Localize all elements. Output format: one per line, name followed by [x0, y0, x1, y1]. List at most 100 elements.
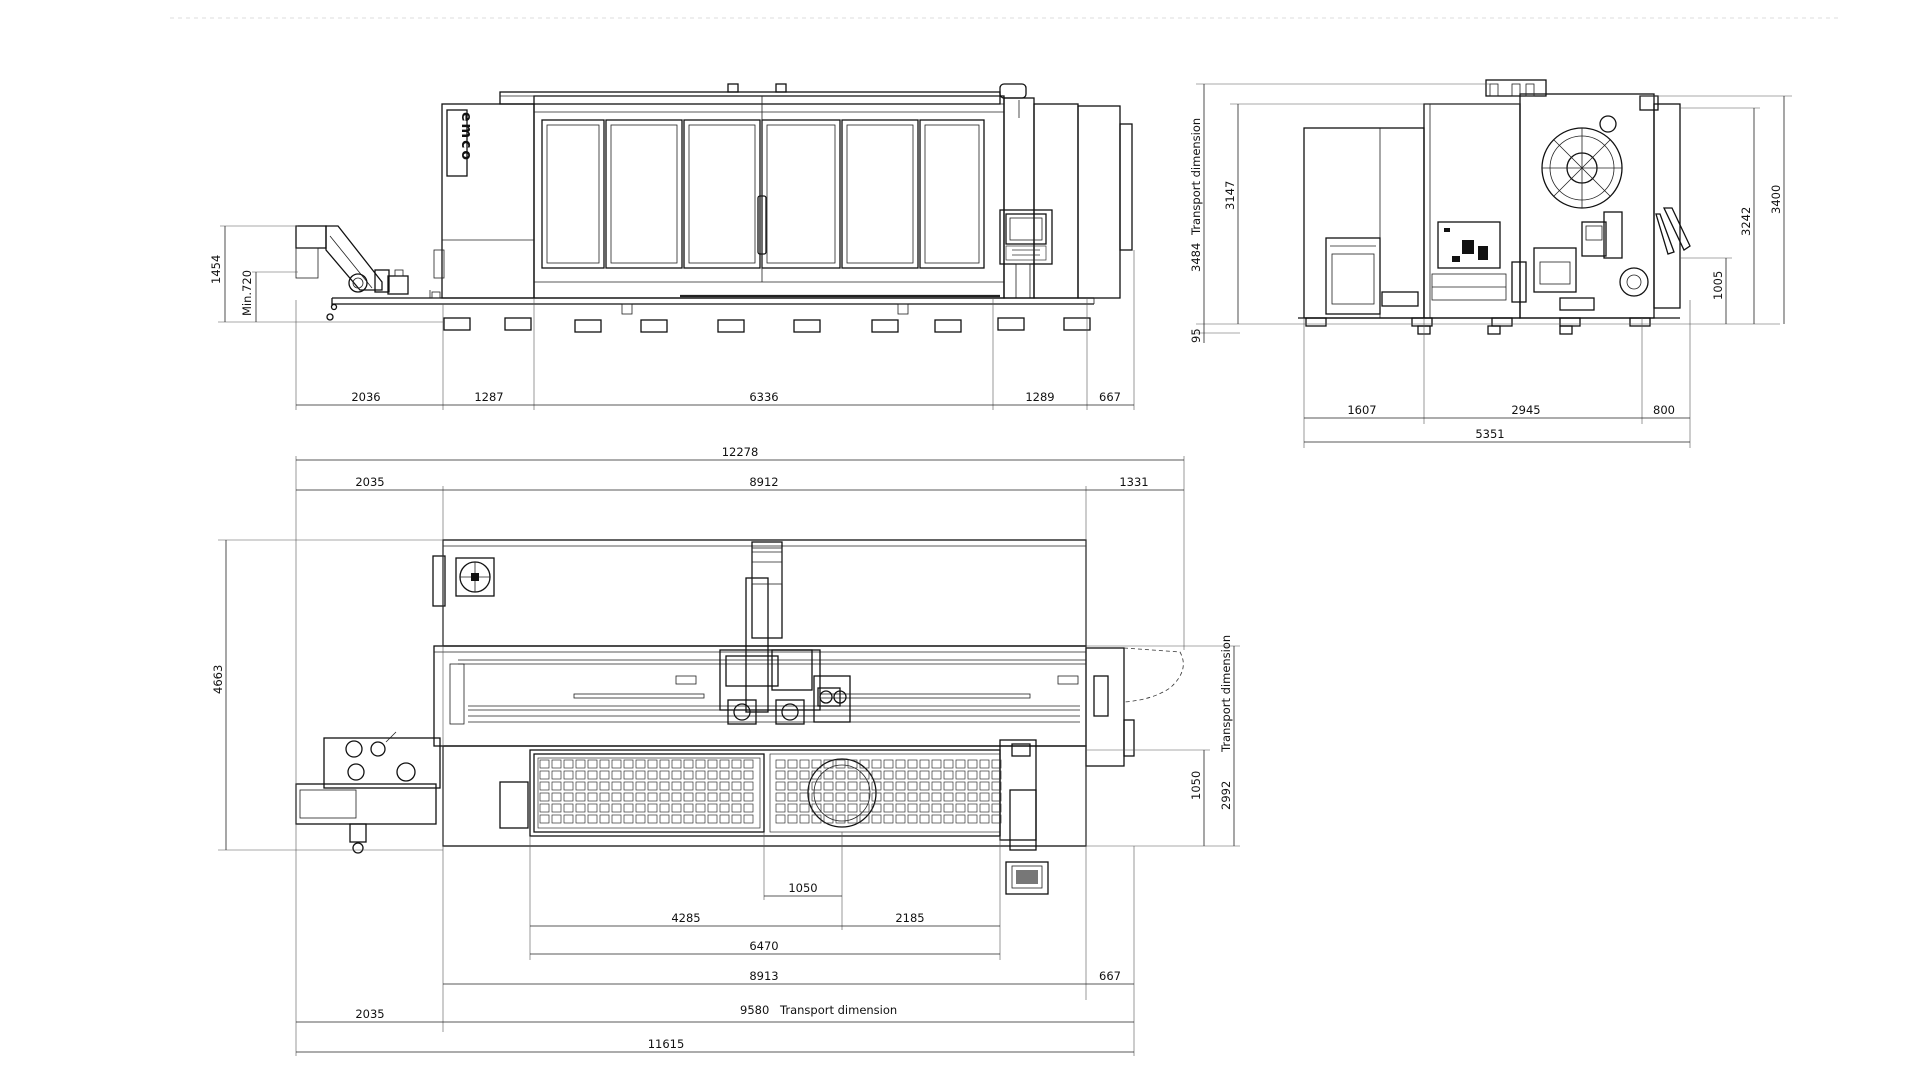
brand-logo: emco — [458, 112, 474, 162]
pallet-cell — [611, 803, 622, 813]
pallet-cell — [859, 770, 870, 780]
dim-4663: 4663 — [211, 665, 225, 694]
pallet-cell — [967, 759, 978, 769]
pallet-cell — [943, 803, 954, 813]
pallet-cell — [787, 792, 798, 802]
pallet-cell — [955, 803, 966, 813]
dim-2035-bottom: 2035 — [355, 1007, 384, 1021]
pallet-cell — [635, 770, 646, 780]
pallet-cell — [955, 759, 966, 769]
pallet-cell — [635, 792, 646, 802]
pallet-cell — [707, 803, 718, 813]
pallet-cell — [611, 792, 622, 802]
pallet-cell — [823, 759, 834, 769]
top-view-dimensions: 12278 2035 8912 1331 4663 1050 2992 Tran… — [211, 445, 1240, 1056]
pallet-cell — [787, 814, 798, 824]
side-view: 3484 3147 Transport dimension 95 3400 32… — [1189, 79, 1792, 448]
pallet-cell — [611, 814, 622, 824]
dim-6470: 6470 — [749, 939, 778, 953]
pallet-cell — [707, 759, 718, 769]
pallet-cell — [683, 781, 694, 791]
pallet-cell — [991, 814, 1002, 824]
pallet-cell — [895, 759, 906, 769]
top-machine — [295, 539, 1184, 895]
pallet-cell — [823, 770, 834, 780]
pallet-cell — [539, 803, 550, 813]
pallet-cell — [871, 792, 882, 802]
pallet-cell — [799, 792, 810, 802]
pallet-cell — [575, 759, 586, 769]
pallet-cell — [635, 759, 646, 769]
pallet-cell — [587, 770, 598, 780]
pallet-cell — [907, 770, 918, 780]
pallet-cell — [787, 803, 798, 813]
pallet-cell — [883, 792, 894, 802]
pallet-cell — [823, 792, 834, 802]
pallet-cell — [991, 759, 1002, 769]
pallet-cell — [695, 759, 706, 769]
pallet-cell — [539, 759, 550, 769]
pallet-cell — [847, 759, 858, 769]
pallet-cell — [919, 759, 930, 769]
pallet-cell — [847, 803, 858, 813]
pallet-cell — [731, 759, 742, 769]
pallet-cell — [647, 792, 658, 802]
pallet-cell — [991, 803, 1002, 813]
pallet-cell — [707, 792, 718, 802]
pallet-cell — [731, 770, 742, 780]
pallet-cell — [967, 781, 978, 791]
pallet-cell — [647, 803, 658, 813]
pallet-cell — [811, 759, 822, 769]
dim-1050-right: 1050 — [1189, 771, 1203, 800]
pallet-cell — [895, 792, 906, 802]
pallet-cell — [847, 814, 858, 824]
pallet-cell — [943, 792, 954, 802]
transport-label-right: Transport dimension — [1219, 635, 1233, 753]
top-view-pallet-grid — [539, 759, 1002, 824]
pallet-cell — [979, 814, 990, 824]
pallet-cell — [647, 759, 658, 769]
pallet-cell — [811, 814, 822, 824]
pallet-cell — [775, 792, 786, 802]
pallet-cell — [563, 792, 574, 802]
dim-11615: 11615 — [648, 1037, 685, 1051]
pallet-cell — [775, 814, 786, 824]
pallet-cell — [787, 759, 798, 769]
dim-2185: 2185 — [895, 911, 924, 925]
pallet-cell — [787, 781, 798, 791]
pallet-cell — [835, 814, 846, 824]
pallet-cell — [955, 770, 966, 780]
pallet-cell — [563, 803, 574, 813]
chip-conveyor — [295, 225, 441, 321]
pallet-cell — [871, 814, 882, 824]
pallet-cell — [799, 803, 810, 813]
pallet-cell — [719, 803, 730, 813]
pallet-cell — [623, 781, 634, 791]
pallet-cell — [979, 803, 990, 813]
pallet-cell — [931, 814, 942, 824]
pallet-cell — [695, 803, 706, 813]
pallet-cell — [635, 803, 646, 813]
pallet-cell — [575, 770, 586, 780]
pallet-cell — [871, 759, 882, 769]
pallet-cell — [799, 759, 810, 769]
pallet-cell — [671, 792, 682, 802]
pallet-cell — [659, 792, 670, 802]
pallet-cell — [799, 770, 810, 780]
top-view: 12278 2035 8912 1331 4663 1050 2992 Tran… — [211, 445, 1240, 1056]
pallet-cell — [671, 781, 682, 791]
pallet-cell — [587, 803, 598, 813]
dim-3400: 3400 — [1769, 185, 1783, 214]
pallet-cell — [883, 770, 894, 780]
pallet-cell — [991, 770, 1002, 780]
pallet-cell — [743, 781, 754, 791]
pallet-cell — [871, 770, 882, 780]
pallet-cell — [883, 759, 894, 769]
pallet-cell — [895, 803, 906, 813]
dim-2992: 2992 — [1219, 781, 1233, 810]
pallet-cell — [979, 759, 990, 769]
pallet-cell — [835, 759, 846, 769]
pallet-cell — [907, 803, 918, 813]
pallet-cell — [599, 792, 610, 802]
pallet-cell — [575, 814, 586, 824]
